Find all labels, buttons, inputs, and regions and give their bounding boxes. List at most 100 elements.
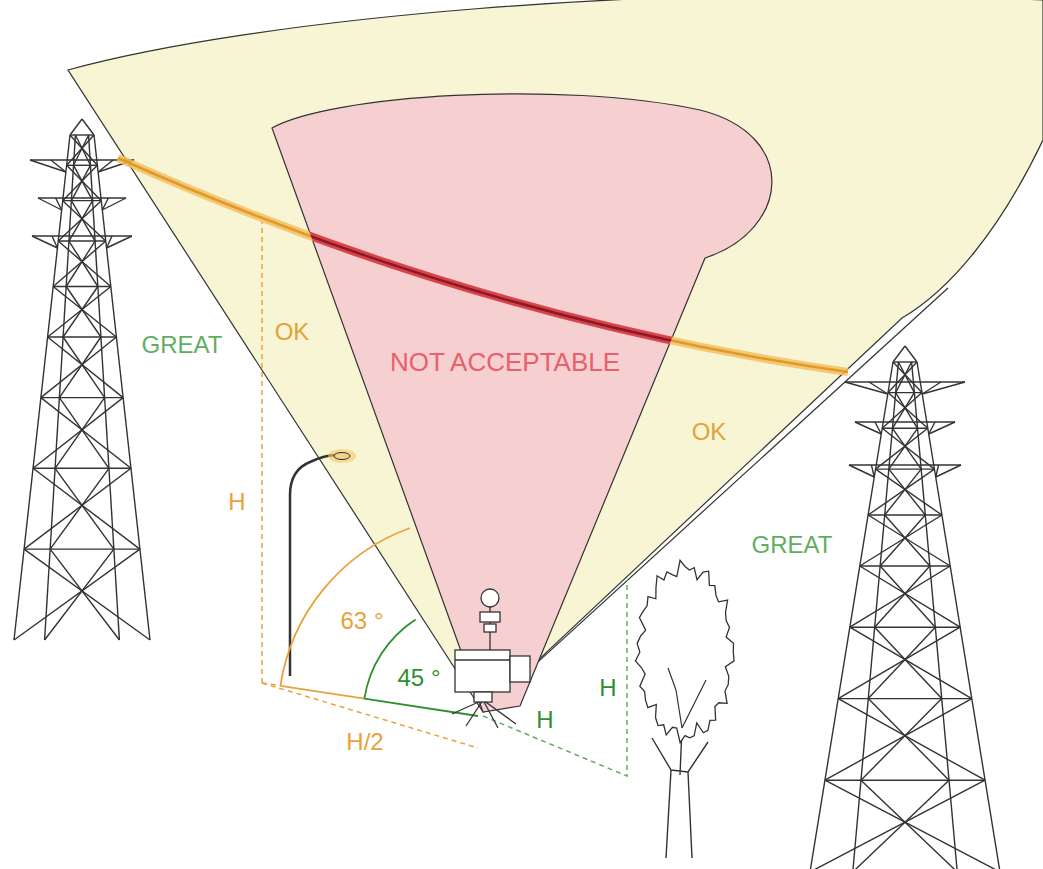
pylon-strut bbox=[929, 422, 935, 434]
pylon-strut bbox=[893, 346, 905, 362]
pylon-strut bbox=[38, 198, 62, 210]
pylon-strut bbox=[868, 514, 942, 515]
pylon-strut bbox=[882, 428, 934, 469]
pylon-strut bbox=[917, 362, 1000, 869]
pylon-strut bbox=[33, 468, 140, 549]
pylon-strut bbox=[868, 469, 934, 515]
pylon-strut bbox=[50, 549, 119, 640]
pylon-strut bbox=[74, 165, 93, 200]
pylon-strut bbox=[63, 337, 105, 398]
pylon-strut bbox=[860, 515, 942, 566]
pylon-strut bbox=[922, 382, 941, 394]
pylon-strut bbox=[875, 422, 881, 434]
pylon-strut bbox=[889, 469, 925, 515]
street-lamp bbox=[290, 449, 356, 676]
pylon-strut bbox=[885, 469, 921, 515]
pylon-strut bbox=[876, 468, 935, 469]
pylon-strut bbox=[24, 468, 131, 549]
pylon-strut bbox=[810, 780, 985, 869]
pylon-strut bbox=[71, 201, 95, 241]
pylon-strut bbox=[70, 119, 82, 135]
zone-label: GREAT bbox=[140, 332, 225, 358]
pylon-strut bbox=[936, 465, 939, 477]
pylon-strut bbox=[59, 398, 109, 469]
pylon-strut bbox=[868, 699, 949, 781]
pylon-strut bbox=[885, 515, 930, 566]
pylon-strut bbox=[41, 398, 131, 469]
pylon-strut bbox=[63, 287, 98, 338]
pylon-strut bbox=[922, 382, 965, 394]
dimension-lines bbox=[262, 222, 627, 776]
zone-label: GREAT bbox=[750, 532, 835, 558]
pylon-strut bbox=[868, 627, 935, 698]
pylon-strut bbox=[845, 381, 965, 382]
pylon-strut bbox=[888, 393, 928, 429]
pylon-strut bbox=[880, 566, 935, 627]
pylon-strut bbox=[33, 468, 131, 469]
pylon-strut bbox=[888, 362, 917, 393]
angle-label: 63 ° bbox=[339, 608, 386, 634]
pylon-strut bbox=[825, 780, 985, 781]
pylon-strut bbox=[55, 398, 105, 469]
sensor-station bbox=[452, 589, 530, 728]
pylon-strut bbox=[63, 201, 106, 241]
pylon-strut bbox=[876, 428, 928, 469]
angle-label: 45 ° bbox=[396, 665, 443, 691]
pylon-strut bbox=[861, 780, 957, 869]
zone-label: OK bbox=[273, 319, 312, 345]
pylon-strut bbox=[67, 165, 98, 166]
pylon-strut bbox=[74, 135, 89, 165]
dimension-label: H bbox=[226, 489, 247, 515]
ok-cone bbox=[68, 0, 1043, 712]
pylon-strut bbox=[41, 337, 117, 398]
pylon-strut bbox=[67, 135, 94, 165]
tree-drawing bbox=[635, 560, 734, 858]
pylon-strut bbox=[71, 165, 90, 200]
pylon-strut bbox=[66, 241, 95, 286]
pylon-strut bbox=[868, 515, 950, 566]
power-line bbox=[118, 158, 848, 372]
pylon-strut bbox=[45, 135, 76, 640]
pylon-strut bbox=[849, 464, 961, 465]
pylon-strut bbox=[24, 548, 140, 549]
pylon-strut bbox=[849, 465, 874, 477]
dimension-label: H bbox=[597, 675, 618, 701]
pylon-strut bbox=[48, 287, 111, 338]
lattice-pylon bbox=[14, 119, 150, 640]
pylon-strut bbox=[869, 382, 888, 394]
pylon-strut bbox=[893, 361, 917, 362]
pylon-strut bbox=[850, 566, 950, 627]
pylon-strut bbox=[14, 549, 140, 640]
pylon-strut bbox=[48, 337, 124, 398]
pylon-strut bbox=[853, 780, 949, 869]
pylon-strut bbox=[67, 165, 102, 200]
pylon-strut bbox=[33, 398, 123, 469]
pylon-strut bbox=[82, 119, 94, 135]
pylon-strut bbox=[48, 336, 117, 337]
pylon-strut bbox=[912, 362, 958, 869]
pylon-strut bbox=[102, 198, 108, 210]
pylon-strut bbox=[882, 393, 922, 429]
dimension-label: H/2 bbox=[344, 729, 385, 755]
pylon-strut bbox=[850, 627, 972, 698]
pylon-strut bbox=[66, 287, 101, 338]
pylon-strut bbox=[875, 627, 942, 698]
pylon-strut bbox=[107, 236, 132, 248]
dimension-label: H bbox=[534, 707, 555, 733]
pylon-strut bbox=[845, 382, 888, 394]
pylon-strut bbox=[825, 699, 972, 781]
pylon-strut bbox=[70, 134, 94, 135]
pylon-strut bbox=[853, 362, 899, 869]
pylon-strut bbox=[53, 241, 106, 286]
pylon-strut bbox=[55, 468, 114, 549]
zone-label: NOT ACCEPTABLE bbox=[388, 348, 622, 376]
pylon-strut bbox=[893, 362, 922, 393]
pylon-strut bbox=[51, 160, 66, 172]
pylon-strut bbox=[855, 422, 881, 434]
pylon-strut bbox=[56, 198, 62, 210]
zone-label: OK bbox=[690, 419, 729, 445]
pylon-strut bbox=[50, 468, 109, 549]
pylon-strut bbox=[107, 236, 112, 248]
